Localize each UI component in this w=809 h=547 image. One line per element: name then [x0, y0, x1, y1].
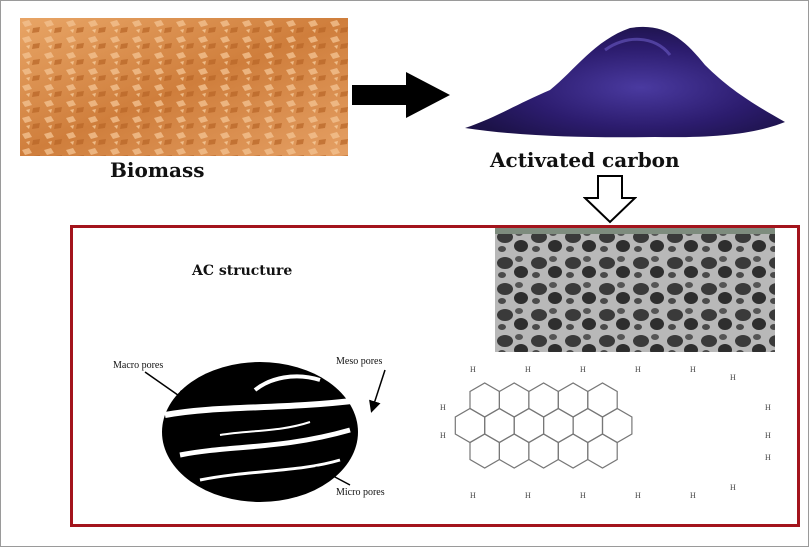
hexagon-ring	[528, 382, 559, 418]
hexagon-ring	[542, 407, 574, 444]
ac-structure-panel	[70, 225, 800, 527]
hexagon-ring	[601, 407, 633, 444]
macro-pores-label: Macro pores	[113, 360, 164, 371]
hydrogen-atom-label: H	[690, 365, 696, 374]
activated-carbon-label: Activated carbon	[490, 148, 680, 172]
carbon-lattice-diagram: H H H H H H H H H H H H H H H H H	[440, 365, 771, 500]
hydrogen-atom-label: H	[525, 365, 531, 374]
hexagon-ring	[469, 382, 501, 418]
biomass-label: Biomass	[110, 158, 205, 182]
hydrogen-atom-label: H	[635, 365, 641, 374]
hydrogen-atom-label: H	[470, 491, 476, 500]
hexagon-ring	[484, 407, 515, 444]
hydrogen-atom-label: H	[765, 453, 771, 462]
hexagon-ring	[454, 407, 486, 444]
hexagon-ring	[557, 433, 589, 469]
hexagon-ring	[528, 433, 559, 469]
meso-pores-label: Meso pores	[336, 356, 383, 367]
hydrogen-atom-label: H	[635, 491, 641, 500]
hydrogen-atom-label: H	[690, 491, 696, 500]
hydrogen-atom-label: H	[765, 403, 771, 412]
hexagon-ring	[587, 433, 618, 469]
hydrogen-atom-label: H	[470, 365, 476, 374]
hydrogen-atom-label: H	[580, 491, 586, 500]
pore-structure-diagram	[162, 362, 361, 502]
hexagon-ring	[557, 382, 589, 418]
hydrogen-atom-label: H	[730, 483, 736, 492]
hydrogen-atom-label: H	[580, 365, 586, 374]
ac-structure-title: AC structure	[192, 263, 293, 279]
hexagon-ring	[498, 382, 530, 418]
sem-micrograph	[495, 228, 775, 352]
hydrogen-atom-label: H	[765, 431, 771, 440]
biomass-image	[20, 18, 348, 156]
hydrogen-atom-label: H	[730, 373, 736, 382]
down-arrow-icon	[583, 175, 637, 224]
right-arrow-icon	[352, 72, 450, 118]
hydrogen-atom-label: H	[440, 431, 446, 440]
hexagon-ring	[587, 382, 618, 418]
hexagon-ring	[572, 407, 604, 444]
micro-pores-label: Micro pores	[336, 487, 385, 498]
activated-carbon-image	[465, 26, 785, 138]
hexagon-ring	[469, 433, 501, 469]
hexagon-ring	[498, 433, 530, 469]
hexagon-ring	[513, 407, 545, 444]
hydrogen-atom-label: H	[525, 491, 531, 500]
hydrogen-atom-label: H	[440, 403, 446, 412]
